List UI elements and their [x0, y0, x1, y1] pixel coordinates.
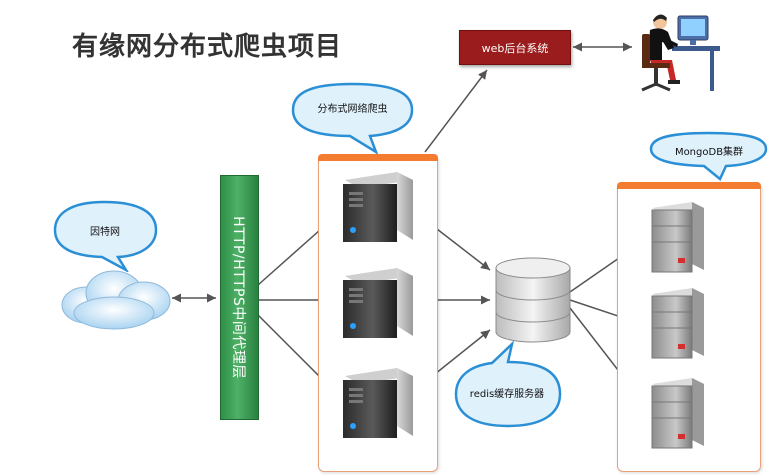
- crawler-callout: [291, 82, 414, 154]
- mongodb-server-icon-2: [651, 288, 704, 359]
- web-backend-box: web后台系统: [459, 30, 571, 65]
- mongodb-server-icon-1: [651, 202, 704, 273]
- diagram-title: 有缘网分布式爬虫项目: [72, 32, 343, 62]
- crawler-server-icon-2: [343, 268, 413, 338]
- proxy-layer-bar: HTTP/HTTPS中间代理层: [220, 175, 259, 420]
- cloud-icon: [61, 270, 171, 330]
- database-icon: [495, 257, 571, 343]
- internet-callout-label: 因特网: [90, 227, 120, 238]
- crawler-cluster-header: [318, 154, 438, 161]
- internet-callout: [53, 200, 158, 272]
- arrow-crawler-web: [424, 69, 488, 153]
- mongodb-server-icon-3: [651, 378, 704, 449]
- redis-callout: [454, 340, 562, 428]
- person-at-computer-icon: [641, 14, 720, 92]
- web-backend-label: web后台系统: [481, 41, 549, 55]
- proxy-layer-label: HTTP/HTTPS中间代理层: [230, 216, 247, 379]
- mongodb-callout: [649, 131, 768, 181]
- redis-callout-label: redis缓存服务器: [469, 389, 545, 400]
- mongodb-cluster-header: [617, 182, 761, 189]
- crawler-callout-label: 分布式网络爬虫: [317, 104, 388, 115]
- crawler-server-icon-3: [343, 368, 413, 438]
- mongodb-callout-label: MongoDB集群: [674, 147, 744, 158]
- crawler-server-icon-1: [343, 172, 413, 242]
